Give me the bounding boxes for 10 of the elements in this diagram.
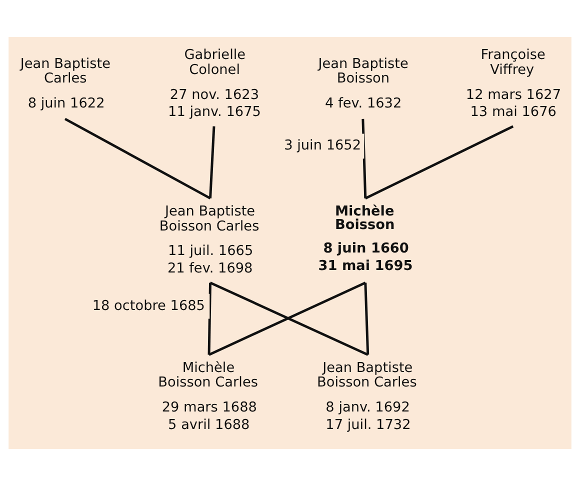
node-text: Jean Baptiste Boisson Carles 8 janv. 1692 17 juil. 1732 xyxy=(316,359,417,432)
node-text: Gabrielle Colonel 27 nov. 1623 11 janv. 1675 xyxy=(168,46,261,120)
edge-label: 18 octobre 1685 xyxy=(92,297,206,314)
node-text: Jean Baptiste Boisson 4 fev. 1632 xyxy=(318,55,408,111)
edge-label: 3 juin 1652 xyxy=(284,137,362,154)
node-text: Jean Baptiste Carles 8 juin 1622 xyxy=(20,55,110,111)
node-text: Jean Baptiste Boisson Carles 11 juil. 1665 21 fev. 1698 xyxy=(159,202,260,276)
node-text: Michèle Boisson 8 juin 1660 31 mai 1695 xyxy=(318,202,413,274)
node-text: Michèle Boisson Carles 29 mars 1688 5 avril 1688 xyxy=(158,359,258,432)
node-text: Françoise Viffrey 12 mars 1627 13 mai 1676 xyxy=(466,46,562,120)
